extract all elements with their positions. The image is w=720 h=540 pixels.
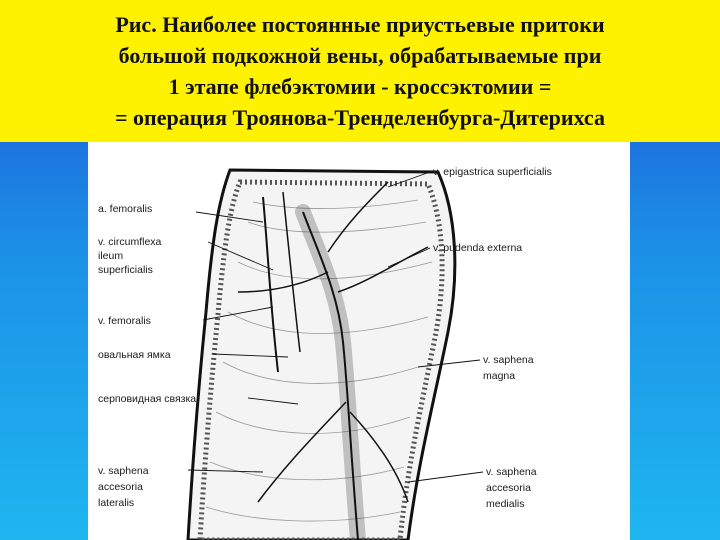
label-v-saphena-lat: v. saphena [98, 465, 149, 477]
label-ovalnaya-yamka: овальная ямка [98, 349, 171, 361]
arteria-femoralis [282, 191, 301, 353]
title-line-3: 1 этапе флебэктомии - кроссэктомии = [168, 74, 552, 99]
title-line-1: Рис. Наиболее постоянные приустьевые при… [115, 12, 605, 37]
label-v-pudenda: v. pudenda externa [433, 242, 523, 254]
anatomical-figure: a. femoralis v. circumflexa ileum superf… [88, 142, 630, 540]
tributary-circumflexa [237, 271, 329, 293]
label-accesoria-lat: accesoria [98, 481, 143, 493]
anatomical-drawing [186, 168, 484, 540]
tributary-pudenda [337, 246, 429, 293]
label-magna: magna [483, 370, 516, 382]
vena-femoralis [262, 196, 279, 373]
hatching [205, 199, 433, 522]
tributary-accesoria-medialis [349, 411, 409, 503]
label-a-femoralis: a. femoralis [98, 203, 153, 215]
label-serpovidnaya-svyazka: серповидная связка [98, 393, 197, 405]
label-v-saphena-magna: v. saphena [483, 354, 534, 366]
tributary-epigastrica [327, 181, 389, 253]
label-v-femoralis: v. femoralis [98, 315, 151, 327]
label-ileum: ileum [98, 250, 124, 262]
label-v-circumflexa: v. circumflexa [98, 236, 162, 248]
label-v-epigastrica: v. epigastrica superficialis [433, 166, 552, 178]
label-v-saphena-med: v. saphena [486, 466, 537, 478]
leader-lines [187, 171, 484, 483]
title-line-2: большой подкожной вены, обрабатываемые п… [118, 43, 602, 68]
title-line-4: = операция Троянова-Тренделенбурга-Дитер… [115, 105, 605, 130]
label-medialis: medialis [486, 498, 525, 510]
label-accesoria-med: accesoria [486, 482, 531, 494]
tributary-accesoria-lateralis [257, 401, 347, 503]
label-superficialis: superficialis [98, 264, 153, 276]
slide-title: Рис. Наиболее постоянные приустьевые при… [0, 0, 720, 142]
label-lateralis: lateralis [98, 497, 135, 509]
